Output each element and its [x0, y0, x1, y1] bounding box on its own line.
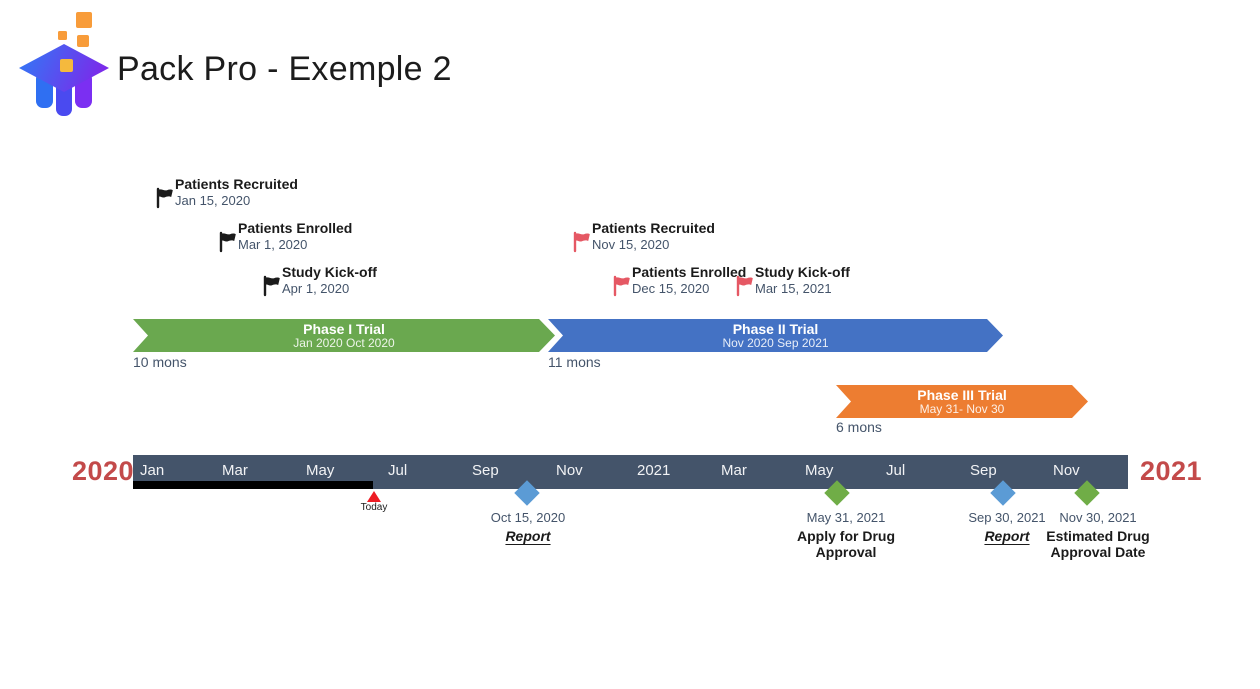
phase-title: Phase I Trial: [303, 321, 385, 337]
axis-month-label: Jul: [886, 462, 906, 479]
milestone-label: Estimated Drug Approval Date: [1046, 528, 1150, 560]
year-label-right: 2021: [1140, 456, 1203, 486]
phase-title: Phase II Trial: [732, 321, 819, 337]
phase-duration-label: 6 mons: [836, 419, 882, 435]
phase-duration-label: 11 mons: [548, 354, 601, 370]
diamond-milestone-text: Oct 15, 2020 Report: [458, 510, 598, 544]
axis-month-label: Sep: [970, 462, 997, 479]
phase-date-range: May 31- Nov 30: [919, 402, 1005, 416]
milestone-title: Patients Enrolled: [632, 264, 747, 280]
milestone-date: Mar 15, 2021: [755, 281, 832, 296]
milestone-date: Nov 15, 2020: [592, 237, 670, 252]
milestone-date: Apr 1, 2020: [282, 281, 350, 296]
diamond-milestone-text: Nov 30, 2021 Estimated Drug Approval Dat…: [1018, 510, 1178, 560]
milestone-date: Sep 30, 2021: [968, 510, 1046, 525]
axis-month-label: Nov: [1053, 462, 1080, 479]
milestone-title: Patients Enrolled: [238, 220, 353, 236]
axis-month-label: Sep: [472, 462, 499, 479]
milestone-date: Jan 15, 2020: [175, 193, 251, 208]
milestone-title: Study Kick-off: [282, 264, 377, 280]
phase-bar-phase-3: Phase III Trial May 31- Nov 30: [836, 385, 1088, 418]
elapsed-time-bar: [133, 481, 373, 489]
flag-icon: [613, 275, 630, 297]
phase-bar-phase-2: Phase II Trial Nov 2020 Sep 2021: [548, 319, 1003, 352]
flag-icon: [263, 275, 280, 297]
flag-icon: [156, 187, 173, 209]
graduation-cap-logo-icon: [19, 12, 109, 116]
phase-date-range: Jan 2020 Oct 2020: [293, 336, 395, 350]
axis-month-label: Jul: [388, 462, 408, 479]
milestone-date: May 31, 2021: [806, 510, 886, 525]
today-label: Today: [360, 502, 388, 513]
axis-month-label: Mar: [721, 462, 747, 479]
axis-month-label: Nov: [556, 462, 583, 479]
phase-date-range: Nov 2020 Sep 2021: [722, 336, 829, 350]
axis-year-tick-label: 2021: [637, 462, 671, 479]
axis-month-label: May: [306, 462, 335, 479]
diamond-milestone-text: May 31, 2021 Apply for Drug Approval: [776, 510, 916, 560]
milestone-label: Report: [984, 528, 1030, 544]
phase-title: Phase III Trial: [917, 387, 1007, 403]
milestone-date: Mar 1, 2020: [238, 237, 308, 252]
flag-icon: [736, 275, 753, 297]
milestone-label: Report: [505, 528, 551, 544]
milestone-title: Patients Recruited: [592, 220, 715, 236]
phase-bar-phase-1: Phase I Trial Jan 2020 Oct 2020: [133, 319, 555, 352]
flag-icon: [219, 231, 236, 253]
phase-duration-label: 10 mons: [133, 354, 187, 370]
flag-icon: [573, 231, 590, 253]
milestone-date: Dec 15, 2020: [632, 281, 710, 296]
milestone-date: Oct 15, 2020: [490, 510, 566, 525]
today-marker-icon: [367, 491, 381, 502]
milestone-label: Apply for Drug Approval: [797, 528, 895, 560]
page-title: Pack Pro - Exemple 2: [117, 50, 452, 88]
year-label-left: 2020: [72, 456, 135, 486]
milestone-title: Study Kick-off: [755, 264, 850, 280]
axis-month-label: Mar: [222, 462, 248, 479]
diamond-milestone-text: Sep 30, 2021 Report: [937, 510, 1077, 544]
milestone-date: Nov 30, 2021: [1059, 510, 1137, 525]
axis-month-label: May: [805, 462, 834, 479]
milestone-title: Patients Recruited: [175, 176, 298, 192]
axis-month-label: Jan: [140, 462, 165, 479]
